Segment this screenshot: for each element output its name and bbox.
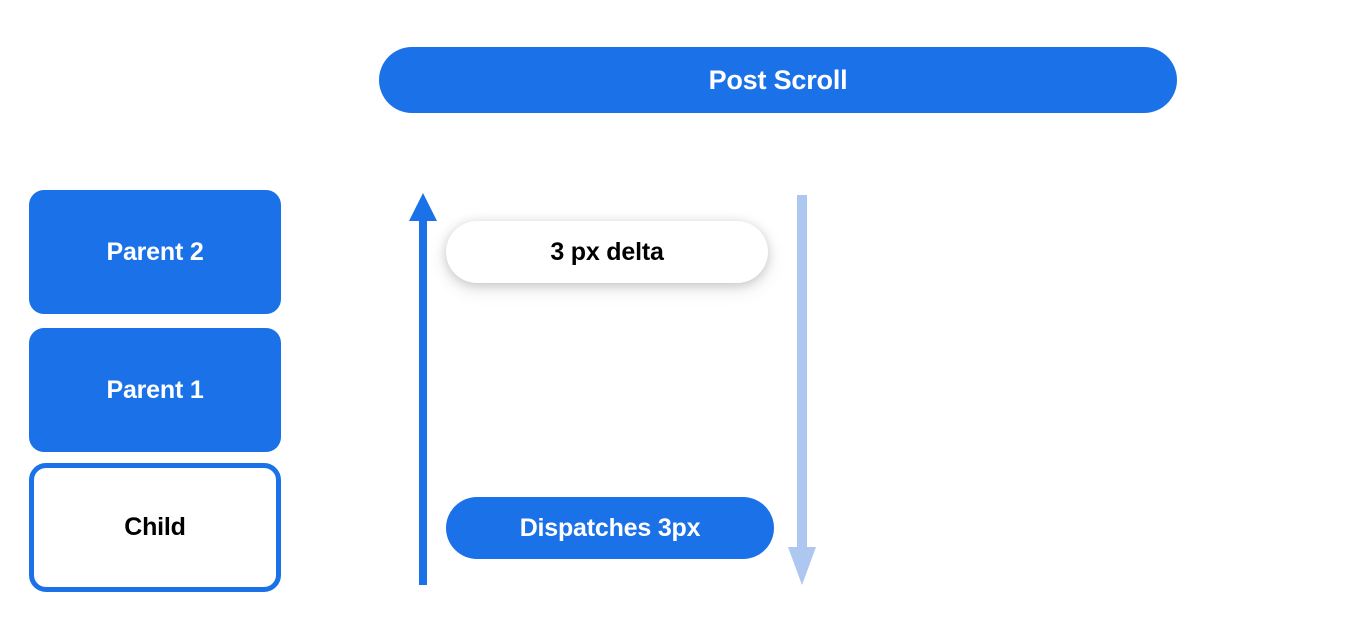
node-parent-2-label: Parent 2 [106,237,204,266]
node-child: Child [29,463,281,592]
delta-annotation-pill: 3 px delta [446,221,768,283]
node-child-label: Child [124,513,186,541]
node-parent-2: Parent 2 [29,190,281,314]
node-parent-1-label: Parent 1 [106,375,204,404]
dispatch-annotation-label: Dispatches 3px [519,513,701,542]
upward-arrow-icon [409,193,437,585]
downward-arrow-icon [788,195,816,585]
post-scroll-header: Post Scroll [379,47,1177,113]
delta-annotation-label: 3 px delta [550,237,664,266]
node-parent-1: Parent 1 [29,328,281,452]
post-scroll-header-label: Post Scroll [708,64,848,95]
dispatch-annotation-pill: Dispatches 3px [446,497,774,559]
